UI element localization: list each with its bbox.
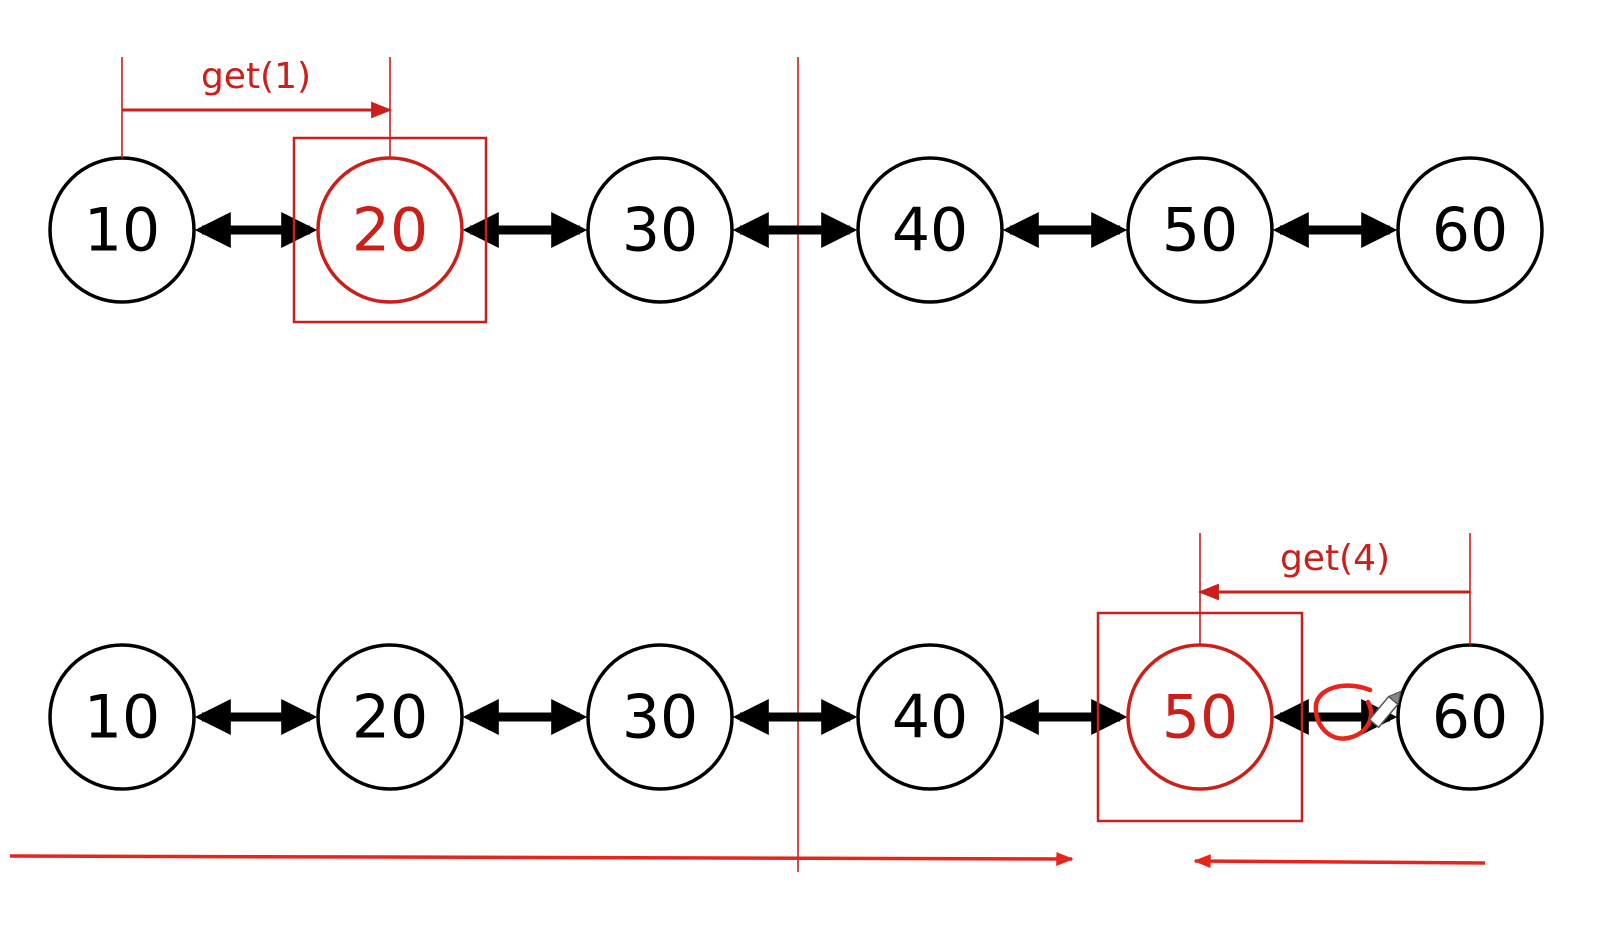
list-node: 50 xyxy=(1126,643,1274,791)
node-value-label: 10 xyxy=(84,196,160,266)
list-node: 40 xyxy=(856,643,1004,791)
node-value-label: 50 xyxy=(1162,683,1238,753)
node-circle xyxy=(856,156,1004,304)
node-value-label: 30 xyxy=(622,196,698,266)
list-node: 10 xyxy=(48,643,196,791)
node-circle xyxy=(1126,156,1274,304)
get-call-label: get(1) xyxy=(201,56,311,97)
node-circle xyxy=(48,643,196,791)
list-node: 20 xyxy=(316,643,464,791)
list-node: 60 xyxy=(1396,156,1544,304)
get-call-label: get(4) xyxy=(1280,538,1390,579)
node-value-label: 60 xyxy=(1432,196,1508,266)
node-value-label: 10 xyxy=(84,683,160,753)
node-circle xyxy=(586,156,734,304)
top-list: 10 20 30 40 50 60 get(1) xyxy=(48,56,1544,324)
node-circle xyxy=(1396,156,1544,304)
list-node: 40 xyxy=(856,156,1004,304)
list-node: 60 xyxy=(1396,643,1544,791)
node-value-label: 40 xyxy=(892,683,968,753)
list-node: 30 xyxy=(586,643,734,791)
node-circle xyxy=(586,643,734,791)
handwritten-mark xyxy=(1313,683,1374,741)
list-node: 30 xyxy=(586,156,734,304)
node-value-label: 20 xyxy=(352,683,428,753)
node-value-label: 20 xyxy=(352,196,428,266)
node-value-label: 50 xyxy=(1162,196,1238,266)
node-circle xyxy=(316,643,464,791)
list-node: 10 xyxy=(48,156,196,304)
pencil-tip xyxy=(1387,690,1402,706)
bottom-list: 10 20 30 40 50 60 get(4) xyxy=(48,533,1544,823)
backward-scan-arrow xyxy=(1193,854,1486,869)
node-circle xyxy=(856,643,1004,791)
forward-scan-arrow xyxy=(9,851,1074,866)
list-node: 20 xyxy=(316,156,464,304)
node-value-label: 30 xyxy=(622,683,698,753)
list-node: 50 xyxy=(1126,156,1274,304)
node-value-label: 40 xyxy=(892,196,968,266)
pencil-cursor-icon xyxy=(1368,690,1402,729)
node-value-label: 60 xyxy=(1432,683,1508,753)
